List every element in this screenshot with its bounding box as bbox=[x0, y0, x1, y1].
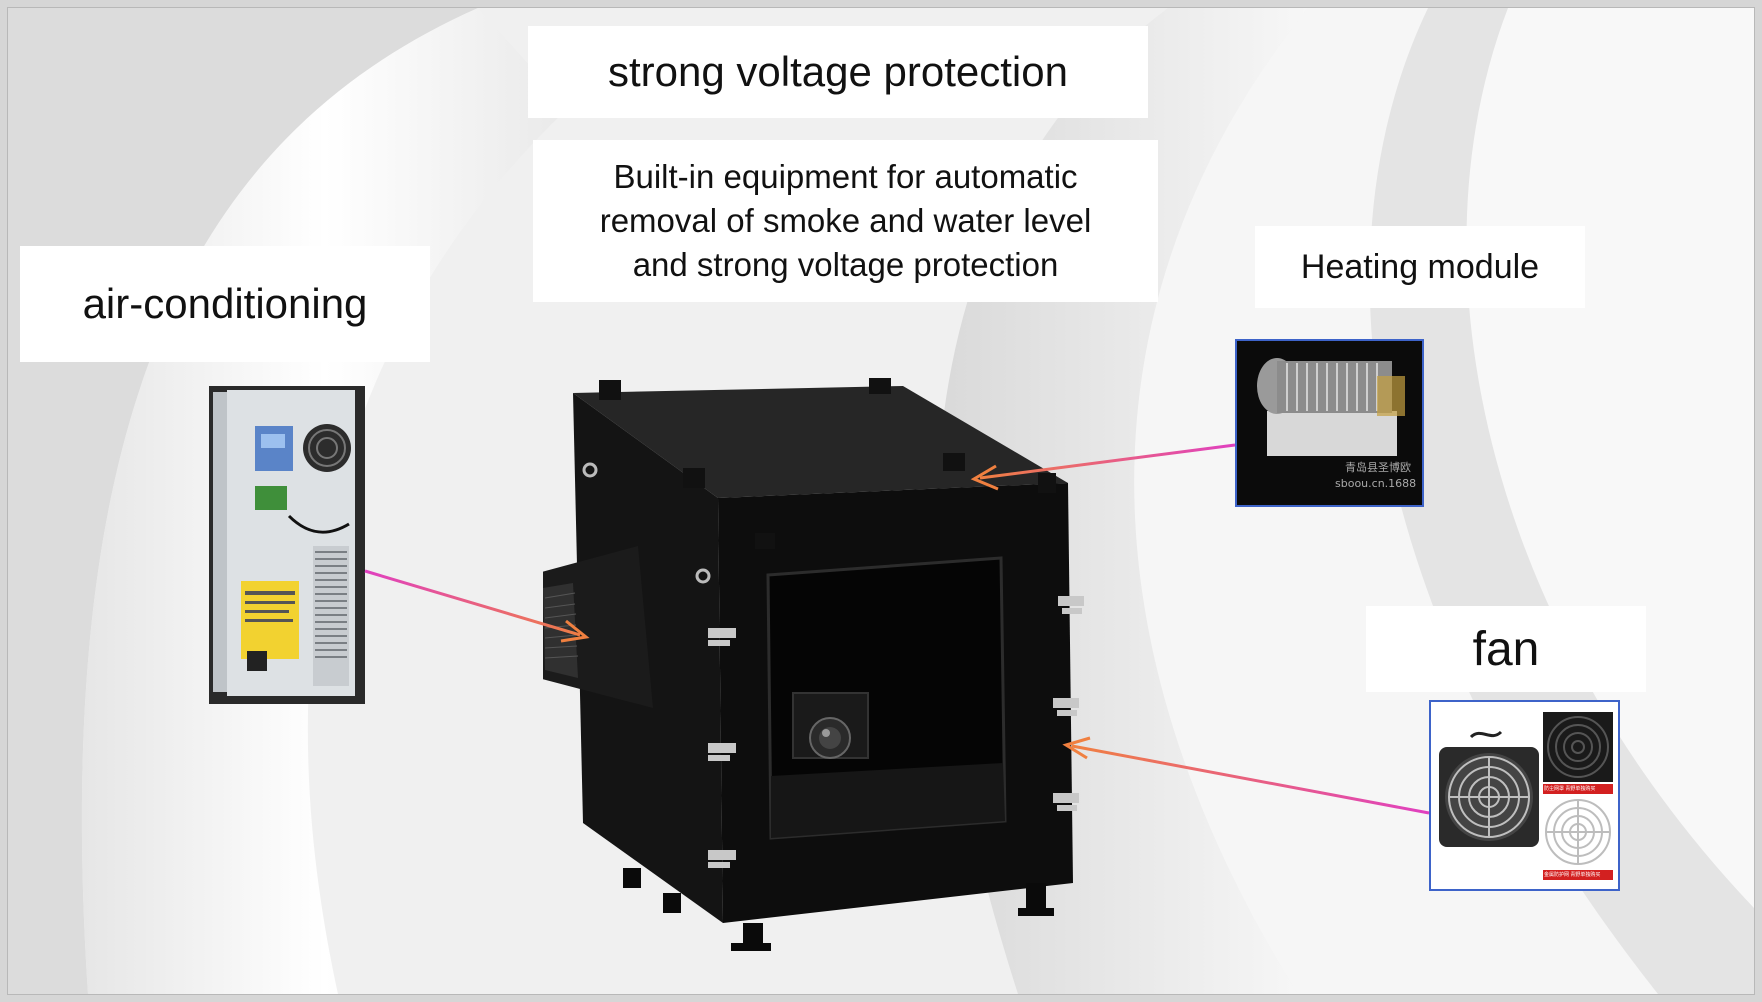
heating-module-photo: 青岛县圣博欧 sboou.cn.1688 bbox=[1235, 339, 1424, 507]
bottom-feet bbox=[623, 868, 1054, 951]
heating-module-label: Heating module bbox=[1255, 226, 1585, 308]
fan-text: fan bbox=[1472, 622, 1540, 676]
top-foot bbox=[1038, 473, 1056, 493]
slide: strong voltage protection Built-in equip… bbox=[8, 8, 1754, 994]
fan-caption-4-text: 青野单独购买 bbox=[1570, 872, 1601, 878]
heating-module-text: Heating module bbox=[1300, 247, 1540, 286]
air-conditioner-photo bbox=[209, 386, 365, 704]
builtin-equipment-label: Built-in equipment for automatic removal… bbox=[533, 140, 1158, 302]
fan-photo: 防尘网罩 青野单独购买 金属防护网 青野单独购买 bbox=[1429, 700, 1620, 891]
title-text: strong voltage protection bbox=[608, 48, 1068, 95]
heating-module-image bbox=[1237, 341, 1422, 505]
top-foot bbox=[943, 453, 965, 471]
front-window-shelf bbox=[771, 763, 1005, 838]
heating-watermark-2: sboou.cn.1688 bbox=[1335, 477, 1417, 490]
air-conditioning-label: air-conditioning bbox=[20, 246, 430, 362]
latches-left bbox=[708, 628, 736, 868]
builtin-line-2: removal of smoke and water level bbox=[599, 202, 1092, 239]
camera-enclosure-product bbox=[543, 378, 1084, 951]
fan-caption-1-text: 防尘网罩 bbox=[1544, 786, 1565, 792]
camera-lens-glare bbox=[822, 729, 830, 737]
top-foot bbox=[869, 378, 891, 394]
title-strong-voltage-protection: strong voltage protection bbox=[528, 26, 1148, 118]
fan-image bbox=[1431, 702, 1618, 889]
builtin-line-3: and strong voltage protection bbox=[632, 246, 1059, 283]
heating-watermark-1: 青岛县圣博欧 bbox=[1345, 462, 1411, 474]
camera-lens-inner bbox=[819, 727, 841, 749]
fan-caption-3-text: 金属防护网 bbox=[1544, 872, 1570, 878]
fan-caption-2-text: 青野单独购买 bbox=[1565, 786, 1596, 792]
lift-ring bbox=[695, 568, 711, 584]
top-foot bbox=[599, 380, 621, 400]
builtin-line-1: Built-in equipment for automatic bbox=[613, 158, 1078, 195]
lift-ring bbox=[582, 462, 598, 478]
fan-caption-2: 金属防护网 青野单独购买 bbox=[1544, 871, 1600, 878]
air-conditioning-text: air-conditioning bbox=[82, 280, 368, 327]
top-foot bbox=[755, 533, 775, 549]
builtin-text: Built-in equipment for automatic removal… bbox=[600, 155, 1092, 287]
fan-label: fan bbox=[1366, 606, 1646, 692]
top-foot bbox=[683, 468, 705, 488]
latches-right bbox=[1053, 596, 1084, 811]
fan-caption-1: 防尘网罩 青野单独购买 bbox=[1544, 785, 1595, 792]
